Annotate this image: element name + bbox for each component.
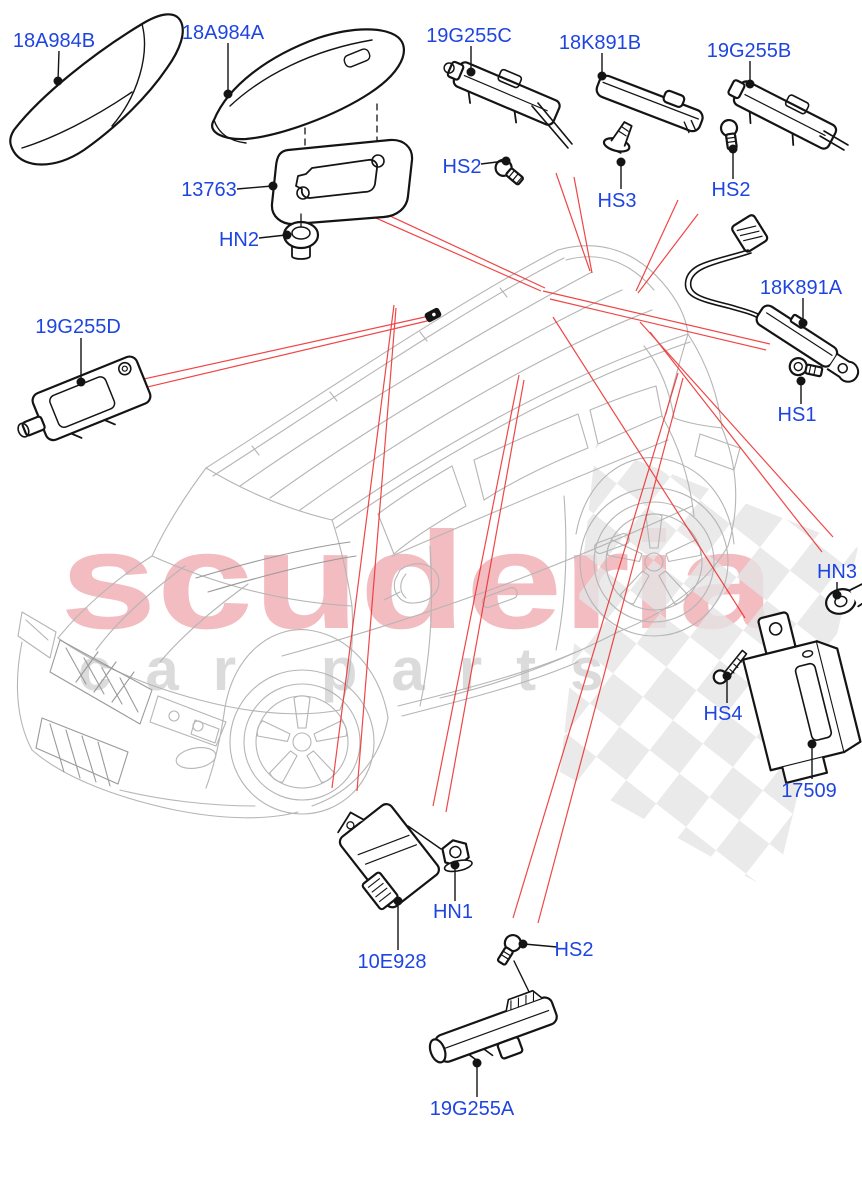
- callout-leader-lines: [57, 43, 838, 1097]
- callout-dot-18K891B: [597, 71, 607, 81]
- callout-dot-10E928: [393, 896, 403, 906]
- callout-dot-HS2-bottom: [518, 939, 528, 949]
- callout-dot-HN3: [832, 590, 842, 600]
- callout-dot-19G255D: [76, 377, 86, 387]
- part-19G255C-drawing: [443, 60, 573, 149]
- part-label-HS2-top[interactable]: HS2: [443, 156, 482, 178]
- part-label-17509[interactable]: 17509: [781, 780, 837, 802]
- part-label-18A984B[interactable]: 18A984B: [13, 30, 95, 52]
- part-19G255B-drawing: [727, 79, 849, 151]
- callout-dot-18A984B: [53, 76, 63, 86]
- part-label-HS3[interactable]: HS3: [598, 190, 637, 212]
- callout-dot-HS1: [796, 376, 806, 386]
- part-label-HS1[interactable]: HS1: [778, 404, 817, 426]
- part-HS2-top-drawing: [494, 158, 524, 186]
- part-19G255D-drawing: [17, 355, 152, 442]
- callout-dot-HS3: [616, 157, 626, 167]
- part-label-HS4[interactable]: HS4: [704, 703, 743, 725]
- callout-dot-19G255B: [745, 79, 755, 89]
- callout-dot-13763: [268, 181, 278, 191]
- part-label-13763[interactable]: 13763: [181, 179, 237, 201]
- watermark: scuderia car parts: [60, 444, 858, 892]
- part-HS2-right-drawing: [719, 118, 739, 151]
- callout-dot-HN2: [282, 230, 292, 240]
- part-label-HN1[interactable]: HN1: [433, 901, 473, 923]
- part-18K891A-drawing: [684, 214, 860, 383]
- vehicle-drawing: [16, 245, 741, 819]
- callout-dot-HS2-top: [501, 156, 511, 166]
- callout-dot-HN1: [450, 860, 460, 870]
- part-label-19G255A[interactable]: 19G255A: [430, 1098, 515, 1120]
- callout-dots: [53, 67, 842, 1068]
- callout-dot-18K891A: [798, 318, 808, 328]
- part-13763-drawing: [270, 138, 414, 226]
- part-18K891B-drawing: [595, 74, 704, 134]
- callout-dot-17509: [807, 739, 817, 749]
- callout-dot-HS2-right: [728, 144, 738, 154]
- checkered-flag-watermark: [560, 444, 858, 892]
- part-label-19G255C[interactable]: 19G255C: [426, 25, 512, 47]
- part-17509-drawing: [742, 611, 862, 784]
- part-label-HS2-bottom[interactable]: HS2: [555, 939, 594, 961]
- part-label-19G255B[interactable]: 19G255B: [707, 40, 792, 62]
- part-label-18K891B[interactable]: 18K891B: [559, 32, 641, 54]
- part-label-18K891A[interactable]: 18K891A: [760, 277, 843, 299]
- callout-dot-19G255C: [466, 67, 476, 77]
- part-label-HN3[interactable]: HN3: [817, 561, 857, 583]
- callout-dot-19G255A: [472, 1058, 482, 1068]
- callout-dot-18A984A: [223, 89, 233, 99]
- part-label-18A984A[interactable]: 18A984A: [182, 22, 265, 44]
- part-HS3-drawing: [602, 121, 633, 154]
- part-10E928-drawing: [337, 803, 442, 911]
- part-label-HN2[interactable]: HN2: [219, 229, 259, 251]
- part-HS2-bottom-drawing: [496, 933, 522, 966]
- part-18A984B-drawing: [9, 13, 184, 166]
- part-19G255A-drawing: [428, 989, 558, 1064]
- part-label-19G255D[interactable]: 19G255D: [35, 316, 121, 338]
- part-label-HS2-right[interactable]: HS2: [712, 179, 751, 201]
- callout-dot-HS4: [722, 671, 732, 681]
- watermark-tagline-text: car parts: [78, 636, 637, 703]
- part-label-10E928[interactable]: 10E928: [358, 951, 427, 973]
- part-HS1-drawing: [788, 357, 824, 378]
- red-callout-lines: [102, 172, 834, 924]
